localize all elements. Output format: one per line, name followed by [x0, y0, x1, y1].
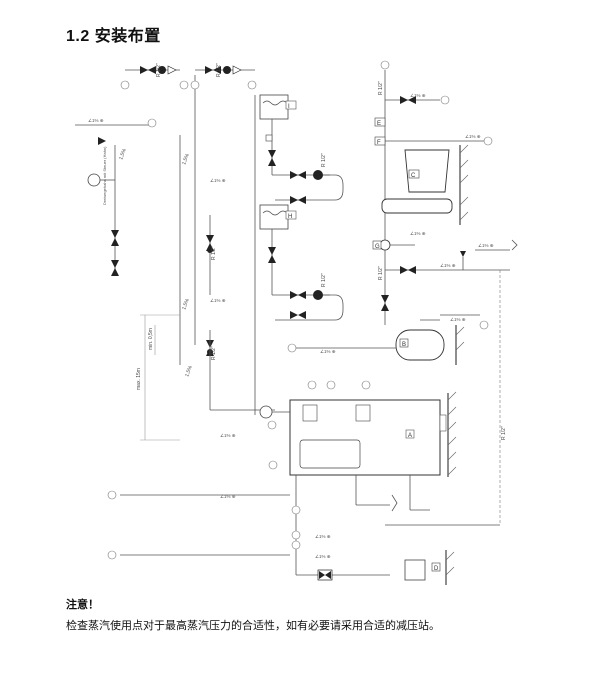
svg-text:∠1% ⊕: ∠1% ⊕ [88, 118, 104, 123]
svg-text:∠1% ⊕: ∠1% ⊕ [465, 134, 481, 139]
svg-text:∠1% ⊕: ∠1% ⊕ [440, 263, 456, 268]
condensate-tank-b: B [395, 314, 489, 365]
note-body: 检查蒸汽使用点对于最高蒸汽压力的合适性，如有必要请采用合适的减压站。 [66, 620, 440, 632]
right-valve-mid [385, 239, 518, 274]
component-i: I [259, 94, 297, 175]
svg-text:1,5%: 1,5% [181, 297, 191, 310]
svg-text:B: B [402, 342, 406, 348]
svg-text:∠1% ⊕: ∠1% ⊕ [315, 534, 331, 539]
svg-text:∠1% ⊕: ∠1% ⊕ [320, 349, 336, 354]
svg-text:R 1/2": R 1/2" [378, 266, 384, 280]
steam-generator-a: A [289, 380, 457, 477]
installation-schematic: Dreiwegehahn mit Steuer (Hahn) I H [75, 60, 518, 585]
svg-text:R 1/2": R 1/2" [321, 153, 327, 167]
svg-text:R 1/2": R 1/2" [501, 426, 507, 440]
softener-vessel [381, 195, 469, 225]
dimension-max: max. 15m [136, 368, 142, 390]
trap-row-lower [272, 290, 344, 321]
svg-text:1,5%: 1,5% [118, 147, 128, 160]
svg-text:∠1% ⊕: ∠1% ⊕ [410, 93, 426, 98]
svg-text:R 1/2": R 1/2" [211, 246, 217, 260]
svg-text:∠1% ⊕: ∠1% ⊕ [410, 231, 426, 236]
vertical-note: Dreiwegehahn mit Steuer (Hahn) [102, 146, 107, 205]
svg-text:∠1% ⊕: ∠1% ⊕ [210, 298, 226, 303]
svg-text:∠1% ⊕: ∠1% ⊕ [450, 317, 466, 322]
svg-text:R 1/2": R 1/2" [211, 346, 217, 360]
svg-text:D: D [434, 566, 439, 572]
unit-d: D [404, 550, 455, 585]
svg-text:1,5%: 1,5% [184, 364, 194, 377]
svg-text:C: C [411, 173, 416, 179]
component-e [374, 117, 386, 127]
svg-text:R 1/2": R 1/2" [216, 63, 222, 77]
svg-text:∠1% ⊕: ∠1% ⊕ [220, 494, 236, 499]
svg-text:F: F [377, 140, 381, 146]
component-h: H [259, 204, 297, 295]
svg-text:1,5%: 1,5% [181, 152, 191, 165]
svg-text:E: E [377, 121, 381, 127]
dimension-min: min. 0,5m [148, 328, 154, 350]
svg-text:R 1/2": R 1/2" [156, 63, 162, 77]
svg-text:H: H [288, 214, 292, 220]
svg-text:R 1/2": R 1/2" [321, 273, 327, 287]
top-valve-row-right [190, 65, 257, 90]
pump-g: G [372, 239, 415, 251]
svg-text:∠1% ⊕: ∠1% ⊕ [478, 243, 494, 248]
trap-row-upper [272, 170, 344, 204]
svg-text:I: I [288, 104, 290, 110]
svg-text:R 1/2": R 1/2" [378, 81, 384, 95]
svg-text:∠1% ⊕: ∠1% ⊕ [210, 178, 226, 183]
svg-text:∠1% ⊕: ∠1% ⊕ [315, 554, 331, 559]
svg-text:A: A [408, 433, 412, 439]
water-tank-c: C [404, 144, 469, 195]
page-title: 1.2 安装布置 [66, 28, 161, 45]
svg-text:∠1% ⊕: ∠1% ⊕ [220, 433, 236, 438]
note-title: 注意！ [66, 599, 99, 611]
right-valve-top [380, 60, 450, 105]
top-valve-row-left [120, 65, 189, 90]
svg-text:G: G [375, 244, 380, 250]
